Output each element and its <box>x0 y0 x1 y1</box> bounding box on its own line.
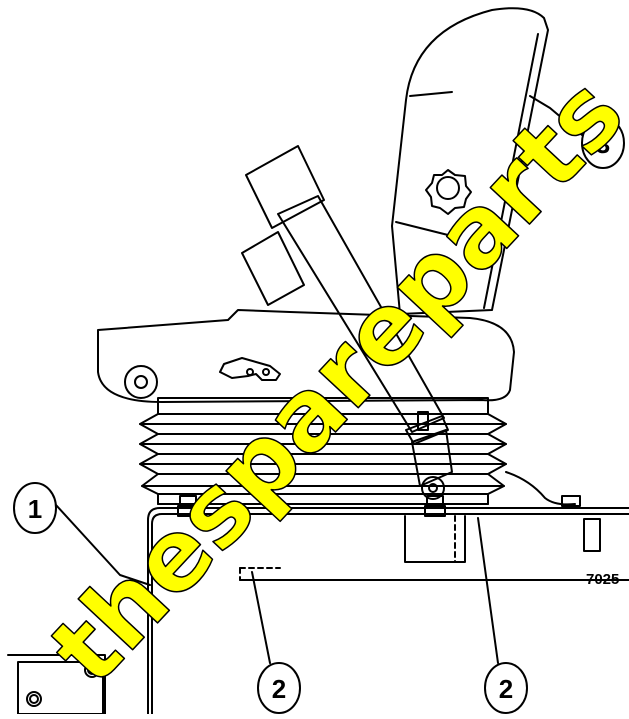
mount-bolt-left <box>177 495 199 517</box>
seat-cushion <box>97 309 515 403</box>
cushion-adjust-slot <box>219 357 281 381</box>
backrest-adjustment-knob-icon <box>425 169 472 215</box>
side-bracket <box>404 515 466 563</box>
watermark-text: thespareparts <box>29 56 629 706</box>
mount-bolt-right <box>561 495 581 507</box>
mount-bolt-center <box>424 495 446 517</box>
seat-backrest <box>391 7 549 315</box>
callout-2a: 2 <box>251 571 301 714</box>
mounting-bracket <box>7 654 106 715</box>
callout-3-label: 3 <box>596 129 610 159</box>
base-frame <box>147 507 629 715</box>
armrest-handle-upper <box>245 145 325 229</box>
callout-2b-label: 2 <box>499 674 513 704</box>
side-slot <box>583 518 601 552</box>
control-column <box>277 195 453 500</box>
cushion-pivot-bolt <box>124 365 158 399</box>
armrest-handle-lower <box>241 231 305 306</box>
callout-1: 1 <box>13 482 151 586</box>
part-number: 7025 <box>586 571 619 588</box>
callout-1-label: 1 <box>28 494 42 524</box>
callout-3: 3 <box>529 95 625 169</box>
callout-2b: 2 <box>477 517 528 714</box>
callout-2a-label: 2 <box>272 674 286 704</box>
